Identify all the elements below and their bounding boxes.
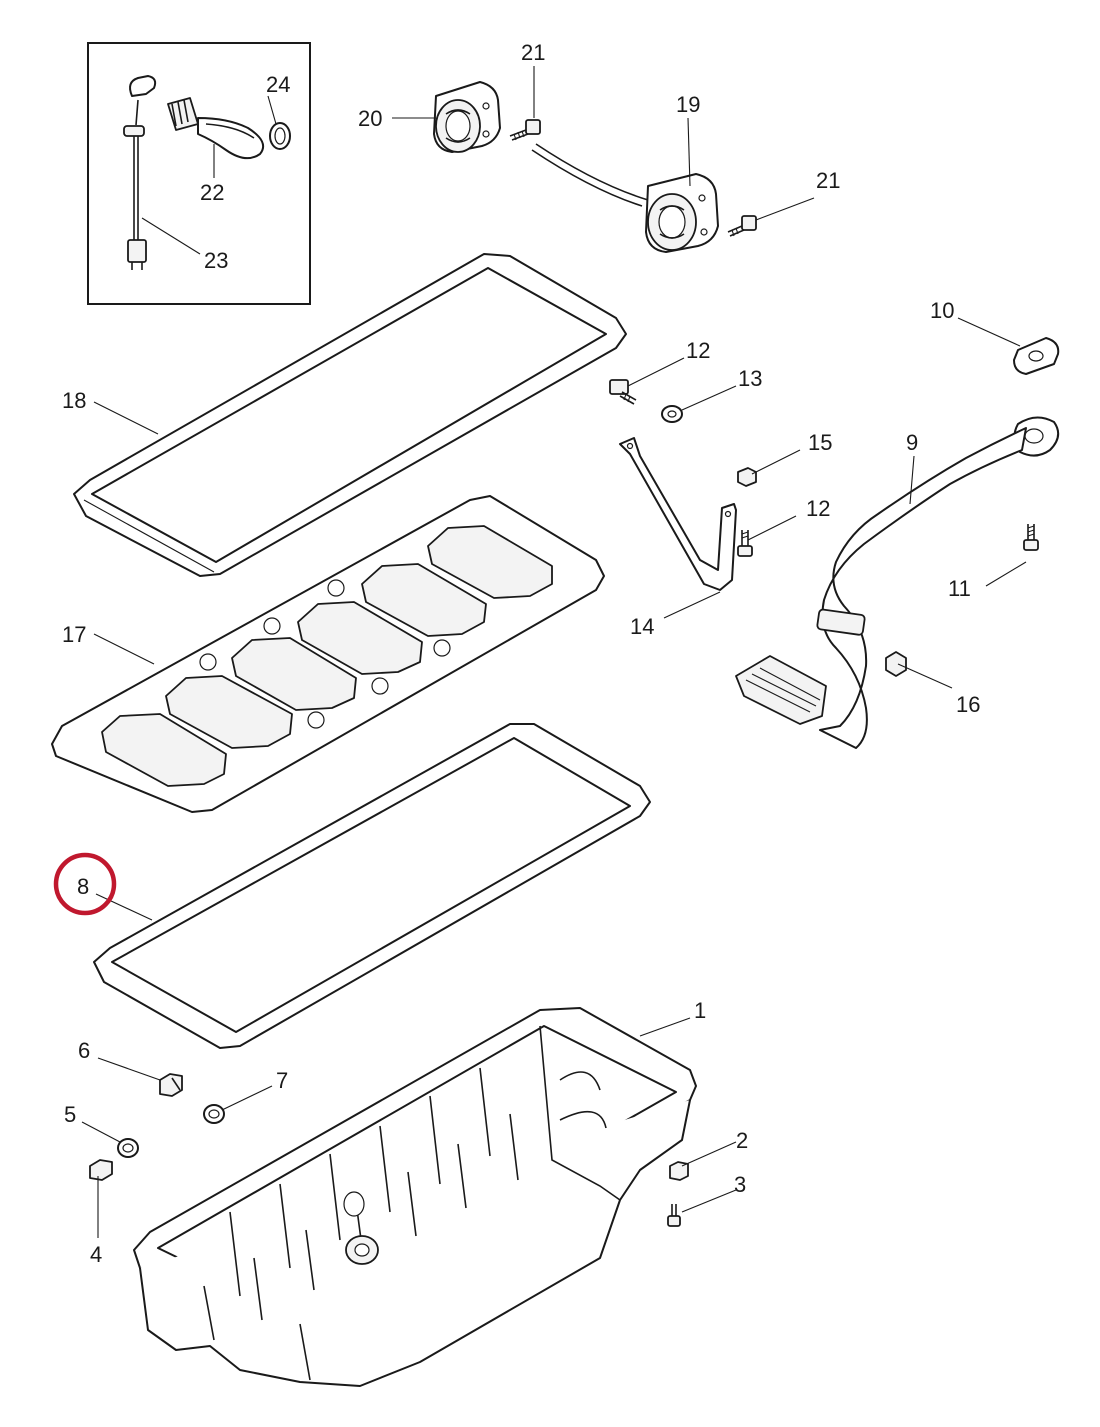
part-18-gasket	[73, 253, 627, 577]
callout-18: 18	[62, 388, 86, 413]
callout-21-upper: 21	[521, 40, 545, 65]
part-20-oil-pump	[433, 81, 501, 153]
part-14-bracket	[619, 437, 737, 591]
callout-22: 22	[200, 180, 224, 205]
part-9-oil-pickup-tube	[735, 416, 1060, 749]
callout-5: 5	[64, 1102, 76, 1127]
callout-14: 14	[630, 614, 654, 639]
callout-12-lower: 12	[806, 496, 830, 521]
inset-box	[87, 42, 311, 305]
callout-7: 7	[276, 1068, 288, 1093]
callout-6: 6	[78, 1038, 90, 1063]
part-13-washer	[661, 405, 683, 423]
callout-9: 9	[906, 430, 918, 455]
callout-16: 16	[956, 692, 980, 717]
part-24-washer	[269, 122, 291, 150]
callout-19: 19	[676, 92, 700, 117]
part-23-sensor-harness	[123, 75, 157, 270]
callout-1: 1	[694, 998, 706, 1023]
callout-3: 3	[734, 1172, 746, 1197]
part-5-washer	[117, 1138, 139, 1158]
callout-10: 10	[930, 298, 954, 323]
callout-24: 24	[266, 72, 290, 97]
part-19-oil-pump	[645, 173, 719, 253]
pump-drive-arc	[531, 149, 643, 207]
part-12-bolt-lower	[737, 530, 753, 557]
callout-8: 8	[77, 874, 89, 899]
callout-12-upper: 12	[686, 338, 710, 363]
part-15-nut	[737, 467, 757, 487]
callout-21-lower: 21	[816, 168, 840, 193]
part-2-cap	[669, 1161, 689, 1181]
part-10-flange	[1013, 337, 1060, 375]
part-16-nut	[885, 651, 907, 677]
callout-4: 4	[90, 1242, 102, 1267]
callout-23: 23	[204, 248, 228, 273]
callout-15: 15	[808, 430, 832, 455]
leader-lines	[81, 66, 1027, 1238]
highlight-circle	[53, 852, 117, 916]
part-3-bolt	[667, 1204, 681, 1227]
part-4-plug	[89, 1159, 113, 1181]
callout-2: 2	[736, 1128, 748, 1153]
part-8-oil-pan-gasket	[93, 723, 651, 1049]
callout-13: 13	[738, 366, 762, 391]
part-11-bolt	[1023, 524, 1039, 551]
part-22-sensor	[167, 97, 264, 160]
callout-labels: 1 2 3 4 5 6 7 8 9 10 11 12 12 13 14 15 1…	[62, 40, 980, 1267]
callout-20: 20	[358, 106, 382, 131]
callout-11: 11	[948, 576, 971, 601]
part-7-washer	[203, 1104, 225, 1124]
part-21-bolt-lower	[727, 215, 757, 237]
part-6-drain-plug	[159, 1073, 183, 1097]
callout-17: 17	[62, 622, 86, 647]
part-21-bolt-upper	[509, 119, 541, 141]
part-1-oil-pan	[133, 1007, 697, 1387]
part-17-spacer-plate	[51, 495, 605, 813]
part-12-bolt-upper	[609, 379, 637, 405]
